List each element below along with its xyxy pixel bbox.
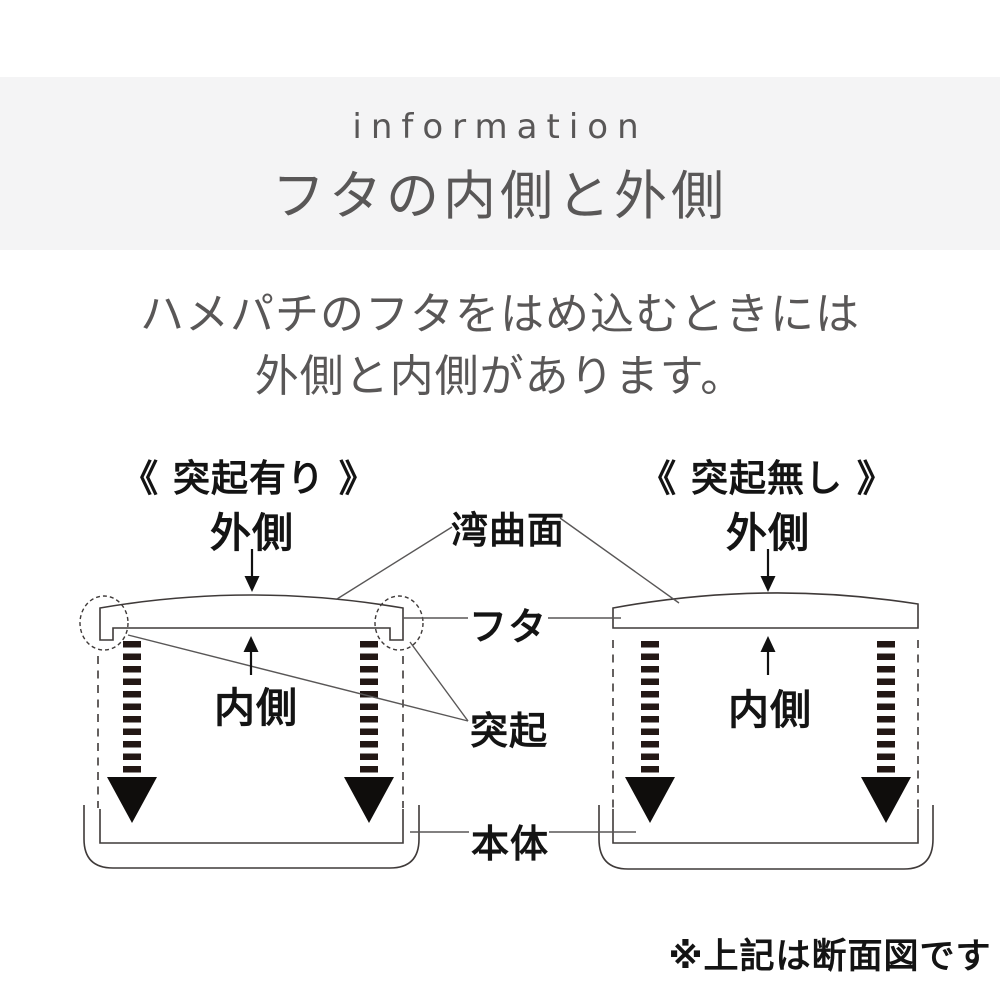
body-callout: 本体 <box>470 822 550 866</box>
left-lid-cross-section <box>79 594 424 651</box>
protrusion-leader-right <box>409 641 469 722</box>
lid-callout: フタ <box>468 605 548 649</box>
header-band <box>0 77 1000 250</box>
down-arrowhead-icon <box>107 777 157 823</box>
protrusion-callout: 突起 <box>469 709 549 753</box>
left-inner-side-label: 内側 <box>214 684 298 732</box>
up-arrow-icon <box>243 636 259 652</box>
body-outer-wall <box>83 805 420 869</box>
intro-text: ハメパチのフタをはめ込むときには 外側と内側があります。 <box>0 284 1000 408</box>
left-fit-guides <box>97 656 404 808</box>
down-arrowhead-icon <box>625 777 675 823</box>
protrusion-leader-left <box>127 634 469 722</box>
down-arrow-icon <box>760 576 776 592</box>
right-outer-side-label: 外側 <box>726 509 810 557</box>
lid-without-protrusion-shape <box>612 592 919 629</box>
right-body-cross-section <box>598 805 934 870</box>
body-inner-wall <box>612 809 919 844</box>
down-arrowhead-icon <box>344 777 394 823</box>
footnote: ※上記は断面図です <box>668 937 992 977</box>
right-lid-cross-section <box>612 592 919 629</box>
right-inner-side-label: 内側 <box>728 686 812 734</box>
protrusion-highlight-circle-right <box>374 595 424 651</box>
up-arrow-icon <box>760 636 776 652</box>
protrusion-highlight-circle-left <box>79 595 129 651</box>
intro-line-2: 外側と内側があります。 <box>254 351 746 402</box>
intro-line-1: ハメパチのフタをはめ込むときには <box>140 289 860 340</box>
left-insert-arrows <box>107 641 394 823</box>
direction-arrows <box>243 549 776 675</box>
body-inner-wall <box>99 809 404 844</box>
curved-surface-callout: 湾曲面 <box>451 509 565 552</box>
curved-surface-leader-right <box>559 517 680 604</box>
left-outer-side-label: 外側 <box>210 509 294 557</box>
header-eyebrow: information <box>352 107 648 147</box>
lid-with-protrusion-shape <box>99 594 404 641</box>
right-diagram-heading: 《 突起無し 》 <box>639 457 895 500</box>
page-title: フタの内側と外側 <box>272 166 728 227</box>
body-outer-wall <box>598 805 934 870</box>
curved-surface-leader-left <box>336 526 453 600</box>
left-diagram-heading: 《 突起有り 》 <box>121 457 377 500</box>
left-body-cross-section <box>83 805 420 869</box>
down-arrow-icon <box>244 576 260 592</box>
right-insert-arrows <box>625 641 911 823</box>
callout-leader-lines <box>127 517 680 833</box>
down-arrowhead-icon <box>861 777 911 823</box>
